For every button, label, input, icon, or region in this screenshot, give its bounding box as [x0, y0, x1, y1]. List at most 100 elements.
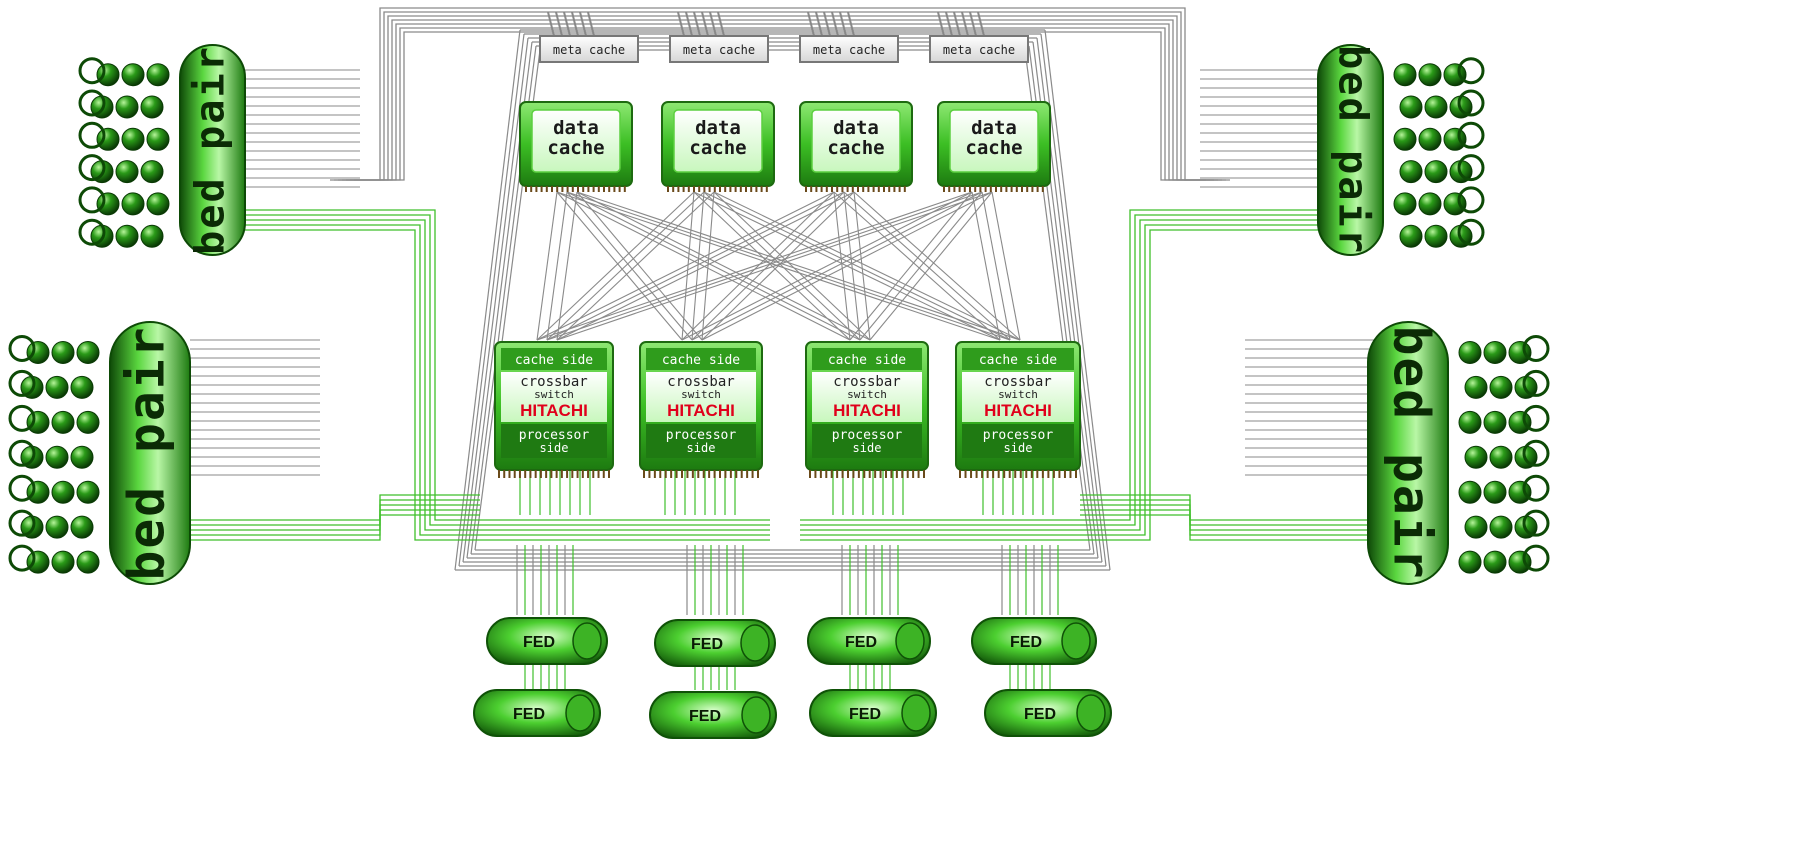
bed-pair: bed pair [78, 44, 246, 256]
meta-cache-pin [579, 11, 587, 37]
meta-cache-pin [823, 11, 831, 37]
connector-ball [1458, 550, 1482, 574]
cable-loop [1522, 474, 1550, 502]
wire [556, 191, 851, 341]
fed-label: FED [845, 634, 877, 651]
hitachi-logo: HITACHI [833, 401, 901, 420]
wire [800, 224, 1350, 536]
wire [462, 37, 529, 563]
bed-pair-body [1367, 321, 1449, 585]
connector-ball [1393, 63, 1417, 87]
connector-ball [1489, 515, 1513, 539]
fed-label: FED [1010, 634, 1042, 651]
data-cache-label-2: cache [689, 137, 746, 159]
connector-ball [140, 160, 164, 184]
fed-unit: FED [654, 619, 776, 667]
data-cache-face [673, 109, 763, 173]
fed-unit: FED [809, 689, 937, 737]
switch-title-2: switch [847, 388, 887, 401]
wire [859, 191, 983, 341]
meta-cache-box [929, 35, 1029, 63]
switch-title-2: switch [998, 388, 1038, 401]
fed-endcap [741, 696, 771, 734]
switch-processor-label-2: side [853, 441, 882, 455]
switch-face [962, 372, 1074, 422]
wire [971, 191, 1001, 341]
switch-processor-label-1: processor [832, 428, 903, 443]
switch-cache-side-label: cache side [515, 353, 593, 368]
connector-ball [51, 340, 75, 364]
wire [1080, 509, 1400, 526]
connector-ball [76, 480, 100, 504]
meta-cache-pin [831, 11, 839, 37]
meta-cache-pin [701, 11, 709, 37]
cable-loop [1457, 57, 1485, 85]
connector-ball [26, 480, 50, 504]
switch-cache-side-band [501, 348, 607, 370]
cable-loop [8, 544, 36, 572]
cable-loop [1457, 89, 1485, 117]
cable-loop [1522, 544, 1550, 572]
wire [458, 33, 525, 567]
wire [713, 191, 1021, 341]
switch-title-1: crossbar [520, 374, 587, 390]
wire [556, 191, 993, 341]
meta-cache-pin [587, 11, 595, 37]
connector-ball [1483, 480, 1507, 504]
meta-cache: meta cache [669, 11, 769, 63]
wire [454, 29, 521, 571]
connector-ball [96, 127, 120, 151]
wire [681, 191, 973, 341]
data-cache-label-1: data [695, 117, 741, 139]
connector-ball [76, 550, 100, 574]
wire [576, 191, 703, 341]
bed-pair: bed pair [1367, 321, 1550, 585]
connector-ball [70, 375, 94, 399]
hitachi-logo: HITACHI [667, 401, 735, 420]
wire [849, 191, 973, 341]
switch-cache-side-label: cache side [662, 353, 740, 368]
connector-ball [1489, 445, 1513, 469]
wire [566, 191, 861, 341]
connector-ball [1418, 127, 1442, 151]
cable-loop [78, 121, 106, 149]
connector-ball [70, 515, 94, 539]
meta-cache-pin [563, 11, 571, 37]
fed-label: FED [1024, 706, 1056, 723]
switch-title-1: crossbar [833, 374, 900, 390]
switch-cache-side-band [646, 348, 756, 370]
switch-face [501, 372, 607, 422]
meta-cache-pin [937, 11, 945, 37]
wire [843, 191, 1011, 341]
meta-cache-pin [693, 11, 701, 37]
data-cache-face [949, 109, 1039, 173]
cable-loop [8, 509, 36, 537]
wire [160, 494, 480, 541]
cable-loop [1522, 439, 1550, 467]
switch-processor-label-2: side [1004, 441, 1033, 455]
wire [546, 191, 983, 341]
connector-ball [26, 550, 50, 574]
wire [800, 214, 1350, 526]
cable-loop [78, 154, 106, 182]
meta-cache-pin [677, 11, 685, 37]
wire [210, 224, 770, 536]
bed-pair-body [179, 44, 246, 256]
connector-ball [1464, 445, 1488, 469]
connector-ball [115, 224, 139, 248]
connector-ball [1418, 63, 1442, 87]
data-cache-label-1: data [553, 117, 599, 139]
switch-title-1: crossbar [984, 374, 1051, 390]
wire [701, 191, 855, 341]
wire [691, 191, 705, 341]
connector-ball [1418, 192, 1442, 216]
fed-endcap [1061, 622, 1091, 660]
connector-ball [1399, 95, 1423, 119]
wiring [160, 7, 1400, 690]
connector-ball [1424, 160, 1448, 184]
wire [681, 191, 695, 341]
connector-ball [51, 410, 75, 434]
